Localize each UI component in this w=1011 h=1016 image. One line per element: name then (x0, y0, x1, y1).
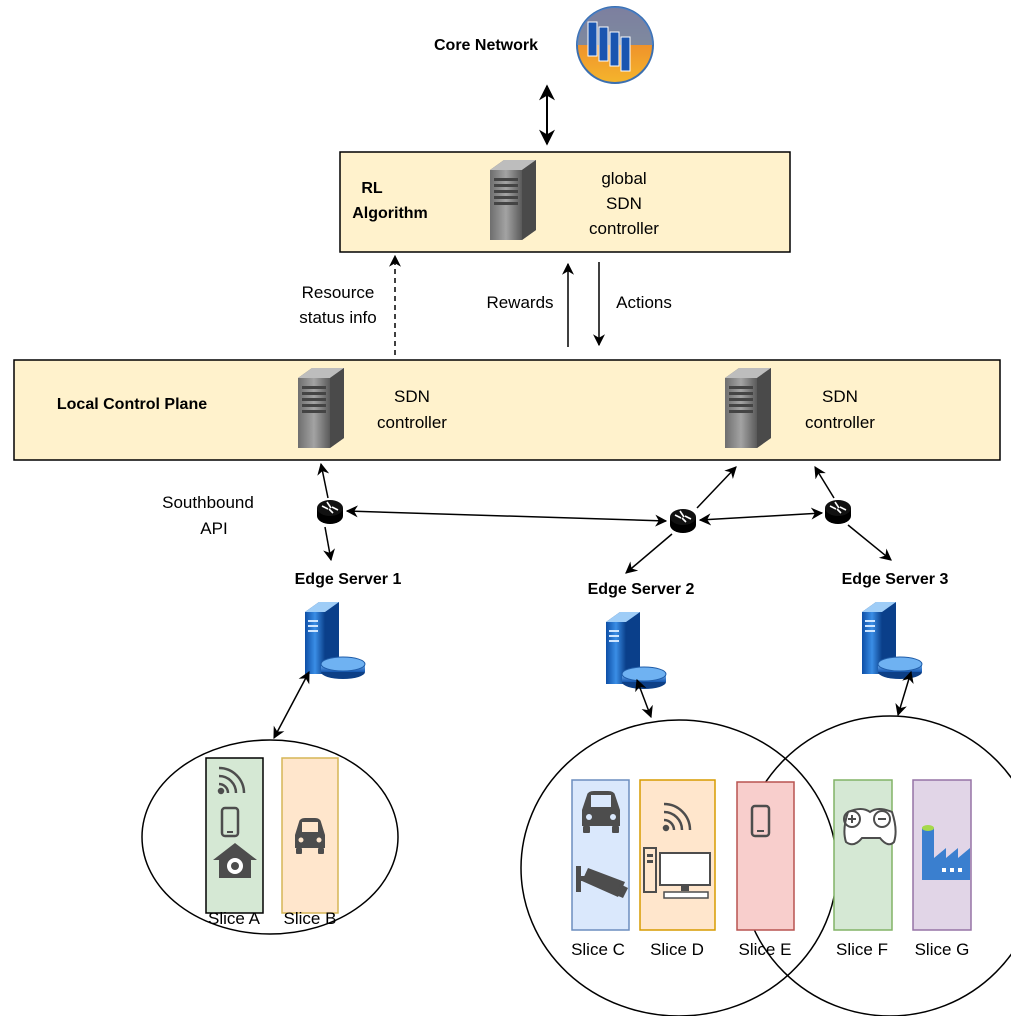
slice-b-label: Slice B (284, 909, 337, 928)
edge-server-3-label: Edge Server 3 (842, 571, 949, 588)
router2-router3-link (698, 507, 824, 526)
router1-edge1-arrow (323, 526, 335, 562)
resource-label-line1: Resource (302, 283, 375, 302)
gamepad-icon (843, 808, 897, 846)
router2-edge2-arrow (625, 533, 673, 574)
actions-label: Actions (616, 293, 672, 312)
slice-c-label: Slice C (571, 940, 625, 959)
slice-f-label: Slice F (836, 940, 888, 959)
local-controller-1-line1: SDN (394, 387, 430, 406)
global-server-icon (490, 160, 536, 240)
router3-edge3-arrow (847, 524, 892, 561)
southbound-label-line1: Southbound (162, 493, 254, 512)
global-controller-line2: SDN (606, 194, 642, 213)
edge1-cell-arrow (273, 670, 310, 740)
global-controller-line1: global (601, 169, 646, 188)
global-controller-box (339, 151, 791, 253)
core-network-icon (576, 6, 654, 84)
resource-label-line2: status info (299, 308, 377, 327)
slice-e-label: Slice E (739, 940, 792, 959)
mobile-phone-icon (750, 804, 771, 838)
slice-a-label: Slice A (208, 909, 261, 928)
edge-server-2-icon (605, 611, 667, 690)
edge-server-1-icon (304, 601, 366, 680)
router2-controller-arrow (696, 466, 737, 509)
edge-server-2-label: Edge Server 2 (588, 581, 695, 598)
core-network-label: Core Network (434, 37, 538, 54)
global-controller-line3: controller (589, 219, 659, 238)
factory-icon (922, 825, 970, 880)
rl-algorithm-line2: Algorithm (352, 205, 428, 222)
local-control-plane-title: Local Control Plane (57, 396, 207, 413)
car-icon (295, 818, 325, 854)
rl-algorithm-line1: RL (361, 180, 383, 197)
cctv-camera-icon (576, 866, 628, 898)
wifi-icon (217, 766, 246, 795)
router-icon-1 (316, 499, 344, 525)
local-server-icon-2 (725, 368, 771, 448)
local-controller-2-line1: SDN (822, 387, 858, 406)
router-icon-3 (824, 499, 852, 525)
local-controller-2-line2: controller (805, 413, 875, 432)
router1-router2-link (345, 505, 668, 527)
rewards-label: Rewards (486, 293, 553, 312)
slice-d-label: Slice D (650, 940, 704, 959)
car-icon (582, 791, 620, 833)
slice-e-box (736, 781, 795, 931)
local-server-icon-1 (298, 368, 344, 448)
edge-server-3-icon (861, 601, 923, 680)
mobile-phone-icon (220, 806, 240, 838)
router1-controller-arrow (317, 462, 330, 499)
router3-controller-arrow (814, 465, 835, 499)
edge3-cell-arrow (895, 670, 914, 717)
wifi-icon (662, 802, 692, 832)
desktop-computer-icon (643, 847, 711, 899)
slice-g-label: Slice G (915, 940, 970, 959)
camera-home-icon (213, 843, 257, 878)
local-controller-1-line2: controller (377, 413, 447, 432)
southbound-label-line2: API (200, 519, 227, 538)
slice-f-box (833, 779, 893, 931)
local-control-plane-box (13, 359, 1001, 461)
edge2-cell-arrow (635, 678, 653, 719)
coverage-cell-1 (141, 739, 399, 935)
edge-server-1-label: Edge Server 1 (295, 571, 402, 588)
router-icon-2 (669, 508, 697, 534)
